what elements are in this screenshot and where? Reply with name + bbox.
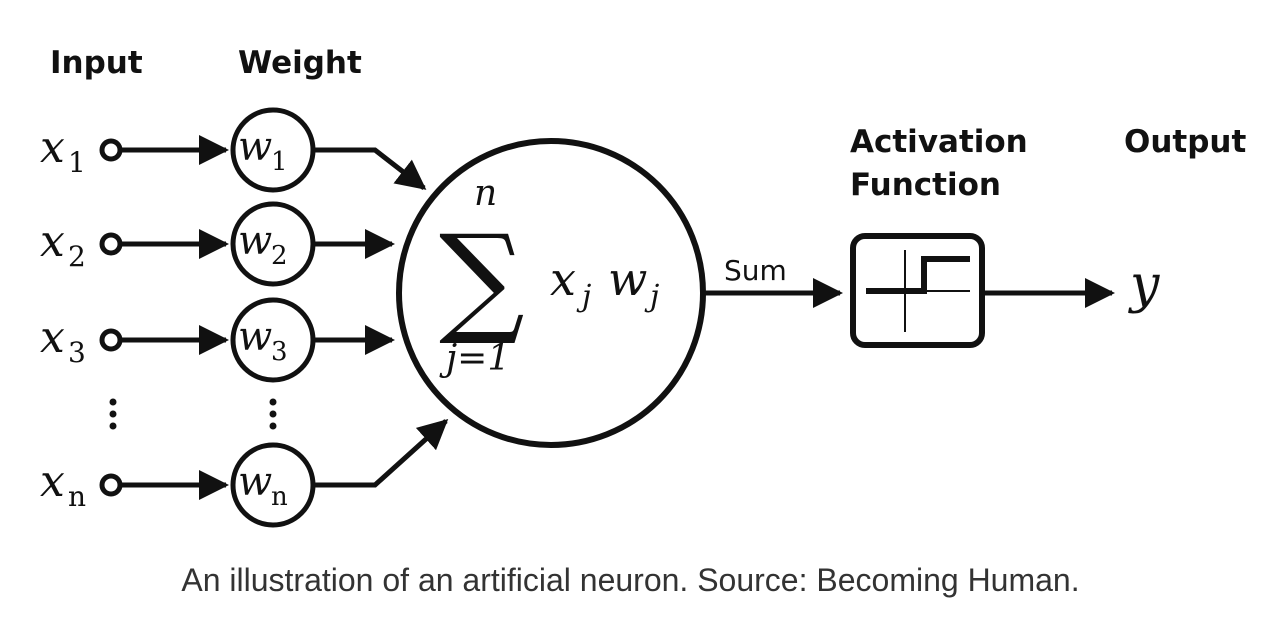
header-input: Input bbox=[50, 45, 143, 81]
sum-label: Sum bbox=[724, 254, 787, 287]
svg-text:n: n bbox=[68, 480, 86, 513]
arrow-weight-n bbox=[313, 418, 449, 488]
svg-text:1: 1 bbox=[68, 146, 86, 179]
input-node-3 bbox=[99, 328, 123, 352]
summation-lower: j=1 bbox=[439, 338, 510, 379]
input-xn: x n bbox=[40, 456, 86, 513]
svg-text:w: w bbox=[608, 252, 647, 306]
svg-text:2: 2 bbox=[271, 241, 288, 271]
step-function-icon bbox=[866, 250, 970, 332]
svg-text:3: 3 bbox=[271, 337, 288, 367]
input-node-n bbox=[99, 473, 123, 497]
input-node-1 bbox=[99, 138, 123, 162]
input-ellipsis bbox=[109, 398, 117, 430]
svg-text:w: w bbox=[238, 124, 272, 170]
svg-text:x: x bbox=[40, 122, 65, 173]
svg-text:w: w bbox=[238, 314, 272, 360]
svg-text:x: x bbox=[40, 216, 65, 267]
svg-text:x: x bbox=[40, 456, 65, 507]
weight-label-2: w 2 bbox=[238, 218, 288, 271]
weight-label-n: w n bbox=[238, 459, 288, 512]
svg-text:n: n bbox=[271, 482, 288, 512]
svg-text:w: w bbox=[238, 218, 272, 264]
header-weight: Weight bbox=[238, 45, 362, 81]
svg-text:2: 2 bbox=[68, 240, 86, 273]
header-function: Function bbox=[850, 167, 1001, 203]
weight-label-3: w 3 bbox=[238, 314, 288, 367]
svg-text:3: 3 bbox=[68, 336, 86, 369]
weight-label-1: w 1 bbox=[238, 124, 288, 177]
output-y: y bbox=[1128, 255, 1160, 315]
input-x1: x 1 bbox=[40, 122, 86, 179]
summation-symbol: ∑ bbox=[439, 210, 525, 349]
header-activation: Activation bbox=[850, 124, 1028, 160]
summation-term: x j w j bbox=[550, 252, 659, 314]
input-x2: x 2 bbox=[40, 216, 86, 273]
header-output: Output bbox=[1124, 124, 1247, 160]
svg-text:x: x bbox=[40, 312, 65, 363]
svg-text:w: w bbox=[238, 459, 272, 505]
arrow-weight-1 bbox=[313, 147, 427, 190]
input-x3: x 3 bbox=[40, 312, 86, 369]
figure-caption: An illustration of an artificial neuron.… bbox=[181, 562, 1080, 598]
weight-ellipsis bbox=[269, 398, 277, 430]
svg-text:x: x bbox=[550, 252, 576, 306]
svg-text:1: 1 bbox=[271, 147, 288, 177]
input-node-2 bbox=[99, 232, 123, 256]
summation-upper: n bbox=[474, 173, 497, 214]
